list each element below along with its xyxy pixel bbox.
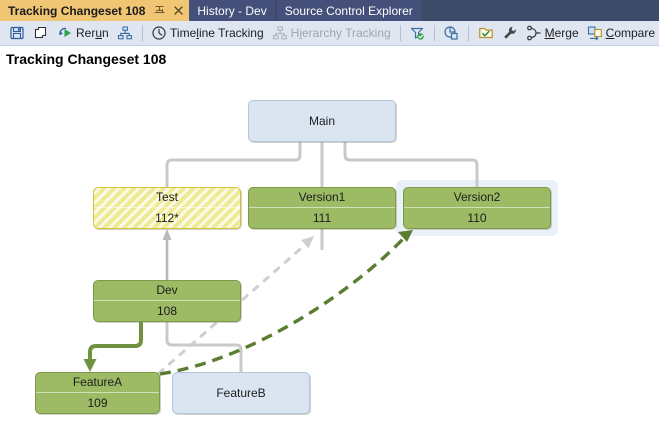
group-button[interactable] [439,23,463,44]
checkin-button[interactable] [474,23,498,44]
diagram-node-test[interactable]: Test 112* [93,187,241,229]
toolbar: Rerun Timeline Tracking [0,21,659,46]
save-icon [9,25,25,41]
close-icon[interactable] [172,4,185,17]
node-changeset: 109 [36,392,159,414]
tab-tracking-changeset[interactable]: Tracking Changeset 108 [0,0,190,21]
diagram-node-featurea[interactable]: FeatureA 109 [35,372,160,414]
tab-source-control-explorer[interactable]: Source Control Explorer [276,0,421,21]
node-changeset: 112* [94,207,240,229]
node-name: FeatureB [216,386,266,400]
timeline-tracking-label: Timeline Tracking [170,26,264,40]
tab-history-dev[interactable]: History - Dev [189,0,275,21]
arrowhead-featurea-to-version1 [301,236,314,249]
folder-check-icon [478,25,494,41]
diagram-node-main[interactable]: Main [248,100,396,142]
hierarchy-tracking-label: Hierarchy Tracking [290,26,391,40]
tab-label: Source Control Explorer [284,3,413,18]
node-name: Test [155,190,178,204]
rerun-label: Rerun [76,26,109,40]
node-name: FeatureA [72,375,123,389]
page-title: Tracking Changeset 108 [6,51,167,67]
hierarchy-icon [117,25,133,41]
tracking-diagram-canvas[interactable]: Main Test 112* Version1 111 Version2 110… [0,72,659,437]
node-changeset: 108 [94,300,240,322]
compare-icon [587,25,603,41]
node-name: Version2 [453,190,501,204]
node-name: Version1 [298,190,346,204]
copy-button[interactable] [29,23,53,44]
arrowhead-featurea-to-version2 [398,230,413,242]
tools-button[interactable] [498,23,522,44]
filter-button[interactable] [405,23,429,44]
copy-icon [33,25,49,41]
rerun-icon [57,25,73,41]
node-changeset: 111 [249,207,395,229]
hierarchy-tracking-button[interactable]: Hierarchy Tracking [268,23,395,44]
arrowhead-dev-to-featurea [83,359,97,372]
clock-icon [151,25,167,41]
rerun-button[interactable]: Rerun [53,23,113,44]
arrowhead-dev-to-test [162,229,172,240]
merge-label: Merge [544,26,579,40]
diagram-node-featureb[interactable]: FeatureB [172,372,310,414]
tab-label: Tracking Changeset 108 [8,3,146,18]
hierarchy-layout-button[interactable] [113,23,137,44]
wrench-icon [502,25,518,41]
hierarchy-icon [272,25,288,41]
timeline-tracking-button[interactable]: Timeline Tracking [147,23,268,44]
node-name: Main [308,114,335,128]
compare-label: Compare [605,26,656,40]
diagram-node-version1[interactable]: Version1 111 [248,187,396,229]
tab-strip: Tracking Changeset 108 History - Dev Sou… [0,0,659,21]
group-icon [443,25,459,41]
page-title-bar: Tracking Changeset 108 [0,46,659,72]
save-button[interactable] [5,23,29,44]
compare-button[interactable]: Compare [583,23,659,44]
filter-check-icon [409,25,425,41]
branch-merge-icon [526,25,542,41]
node-changeset: 110 [404,207,550,229]
tab-actions [153,4,185,17]
pin-icon[interactable] [153,4,166,17]
diagram-node-version2[interactable]: Version2 110 [403,187,551,229]
node-name: Dev [156,283,178,297]
tab-label: History - Dev [197,3,267,18]
merge-button[interactable]: Merge [522,23,583,44]
diagram-node-dev[interactable]: Dev 108 [93,280,241,322]
